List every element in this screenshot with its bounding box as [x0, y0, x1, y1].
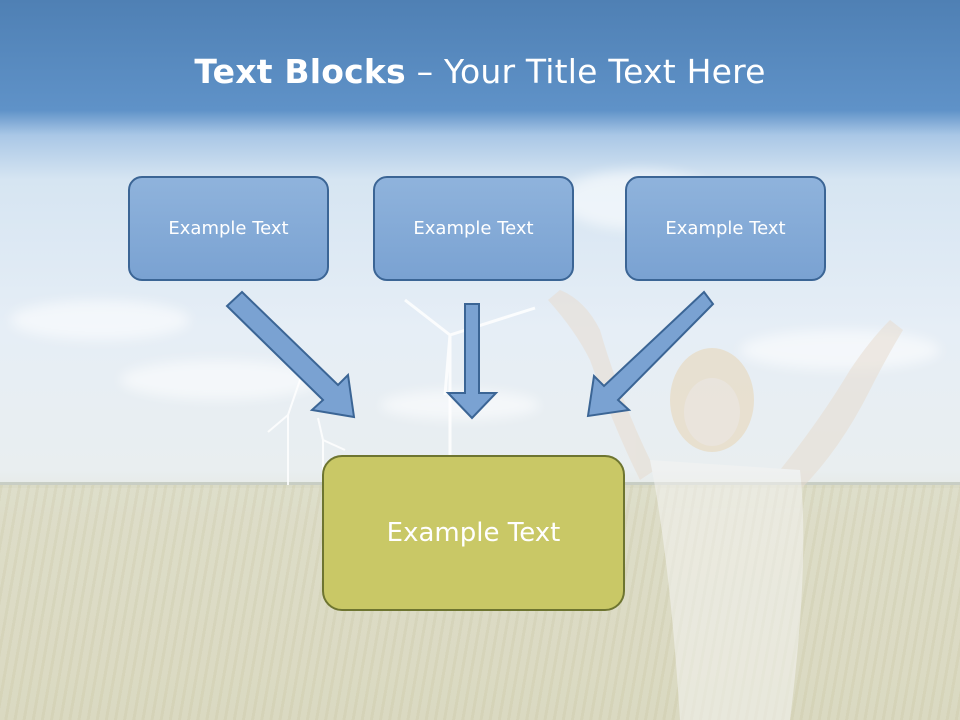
main-text-block[interactable]: Example Text	[322, 455, 625, 611]
title-rest: – Your Title Text Here	[405, 52, 766, 91]
text-block-2[interactable]: Example Text	[373, 176, 574, 281]
cloud	[120, 360, 320, 400]
arrow-right	[586, 290, 715, 418]
arrow-left	[225, 290, 356, 419]
slide-title: Text Blocks – Your Title Text Here	[0, 52, 960, 91]
cloud	[740, 330, 940, 370]
text-block-3[interactable]: Example Text	[625, 176, 826, 281]
text-block-1[interactable]: Example Text	[128, 176, 329, 281]
title-bold: Text Blocks	[194, 52, 406, 91]
arrow-center	[445, 303, 499, 420]
text-block-3-label: Example Text	[665, 218, 786, 239]
main-text-block-label: Example Text	[386, 518, 561, 548]
text-block-1-label: Example Text	[168, 218, 289, 239]
text-block-2-label: Example Text	[413, 218, 534, 239]
cloud	[10, 300, 190, 340]
